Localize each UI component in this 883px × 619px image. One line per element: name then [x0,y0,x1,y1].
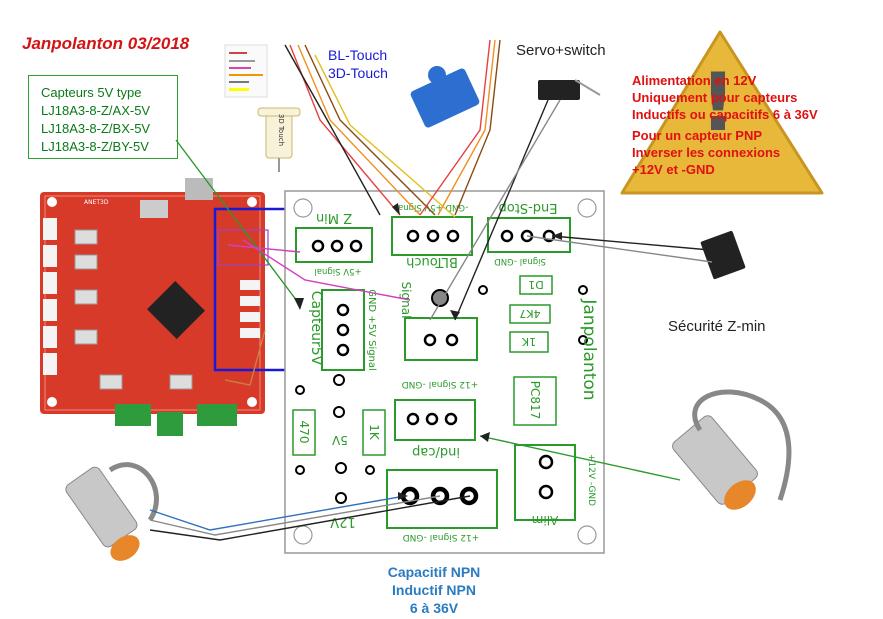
bltouch-probe: 3D Touch [257,107,301,172]
pcb-12v-gnd-label: +12V -GND [586,454,596,506]
sensors-line-1: Capteurs 5V type [41,85,142,100]
pcb-bottom-pins: +12 Signal -GND [403,532,480,542]
warning-line-1: Alimentation en 12V [632,73,757,88]
pcb-bltouch-label: BLTouch [406,254,458,269]
pcb-endstop-sub: Signal -GND [494,256,546,266]
pcb-endstop-label: End-Stop [499,200,558,215]
servo-motor [410,66,480,128]
pcb-1k-left-label: 1K [367,424,381,441]
pcb-zmin-label: Z Min [316,210,352,225]
pcb-5v-label: 5V [331,433,348,447]
sensor-left [65,462,159,561]
probe-label: 3D Touch [277,114,285,146]
pcb-capteur-label: Capteur5V [308,291,324,366]
bottom-sensor-label: Capacitif NPN Inductif NPN 6 à 36V [364,563,504,617]
pcb-indcap-label: ind/cap [412,444,460,459]
microswitch-right [700,230,746,280]
pcb-signal-left: +5V Signal [314,266,361,276]
servo-label: Servo+switch [516,42,606,59]
pcb-capteur-pins: GND +5V Signal [366,289,377,371]
warning-triangle: ! [620,30,824,195]
janpolanton-pcb [284,190,605,554]
warning-line-6: +12V et -GND [632,162,715,177]
sensors-info-box: Capteurs 5V type LJ18A3-8-Z/AX-5V LJ18A3… [28,75,178,159]
warning-line-3: Inductifs ou capacitifs 6 à 36V [632,107,818,122]
wires [149,39,713,541]
pcb-pc817-label: PC817 [528,381,542,420]
securite-zmin-label: Sécurité Z-min [668,318,766,335]
pcb-alim-label: Alim [532,513,559,527]
bottom-label-line3: 6 à 36V [409,600,459,616]
pcb-brand-label: Janpolanton [579,298,599,400]
pcb-pc817-pins: +12 Signal -GND [402,379,479,389]
bottom-label-line2: Inductif NPN [392,582,476,598]
bltouch-label-line1: BL-Touch [328,47,388,63]
pcb-labels: Z Min End-Stop -GND +5V Signal BLTouch S… [297,200,599,542]
pcb-signal-vertical: Signal [399,282,413,319]
sensors-line-3: LJ18A3-8-Z/BX-5V [41,121,151,136]
sensors-line-4: LJ18A3-8-Z/BY-5V [41,139,149,154]
pcb-1k-right-label: 1K [521,335,536,348]
bottom-label-line1: Capacitif NPN [387,564,481,580]
bltouch-label-line2: 3D-Touch [328,65,388,81]
svg-text:!: ! [700,56,736,149]
mainboard-name: ANET3D [84,199,109,206]
warning-line-4: Pour un capteur PNP [632,128,763,143]
anet-mainboard: ANET3D [40,178,265,436]
sensor-right [672,389,792,510]
arrows [294,203,562,500]
microswitch-top [538,79,601,100]
sensors-line-2: LJ18A3-8-Z/AX-5V [41,103,151,118]
pcb-d1-label: D1 [528,278,543,291]
diagram-title: Janpolanton 03/2018 [22,34,190,53]
inset-thumbnail [224,44,268,98]
pcb-endstop-pins: -GND +5V Signal [396,202,469,212]
pcb-4k7-label: 4K7 [519,307,540,320]
warning-line-5: Inverser les connexions [632,145,781,160]
warning-line-2: Uniquement pour capteurs [632,90,798,105]
pcb-470-label: 470 [297,421,311,444]
